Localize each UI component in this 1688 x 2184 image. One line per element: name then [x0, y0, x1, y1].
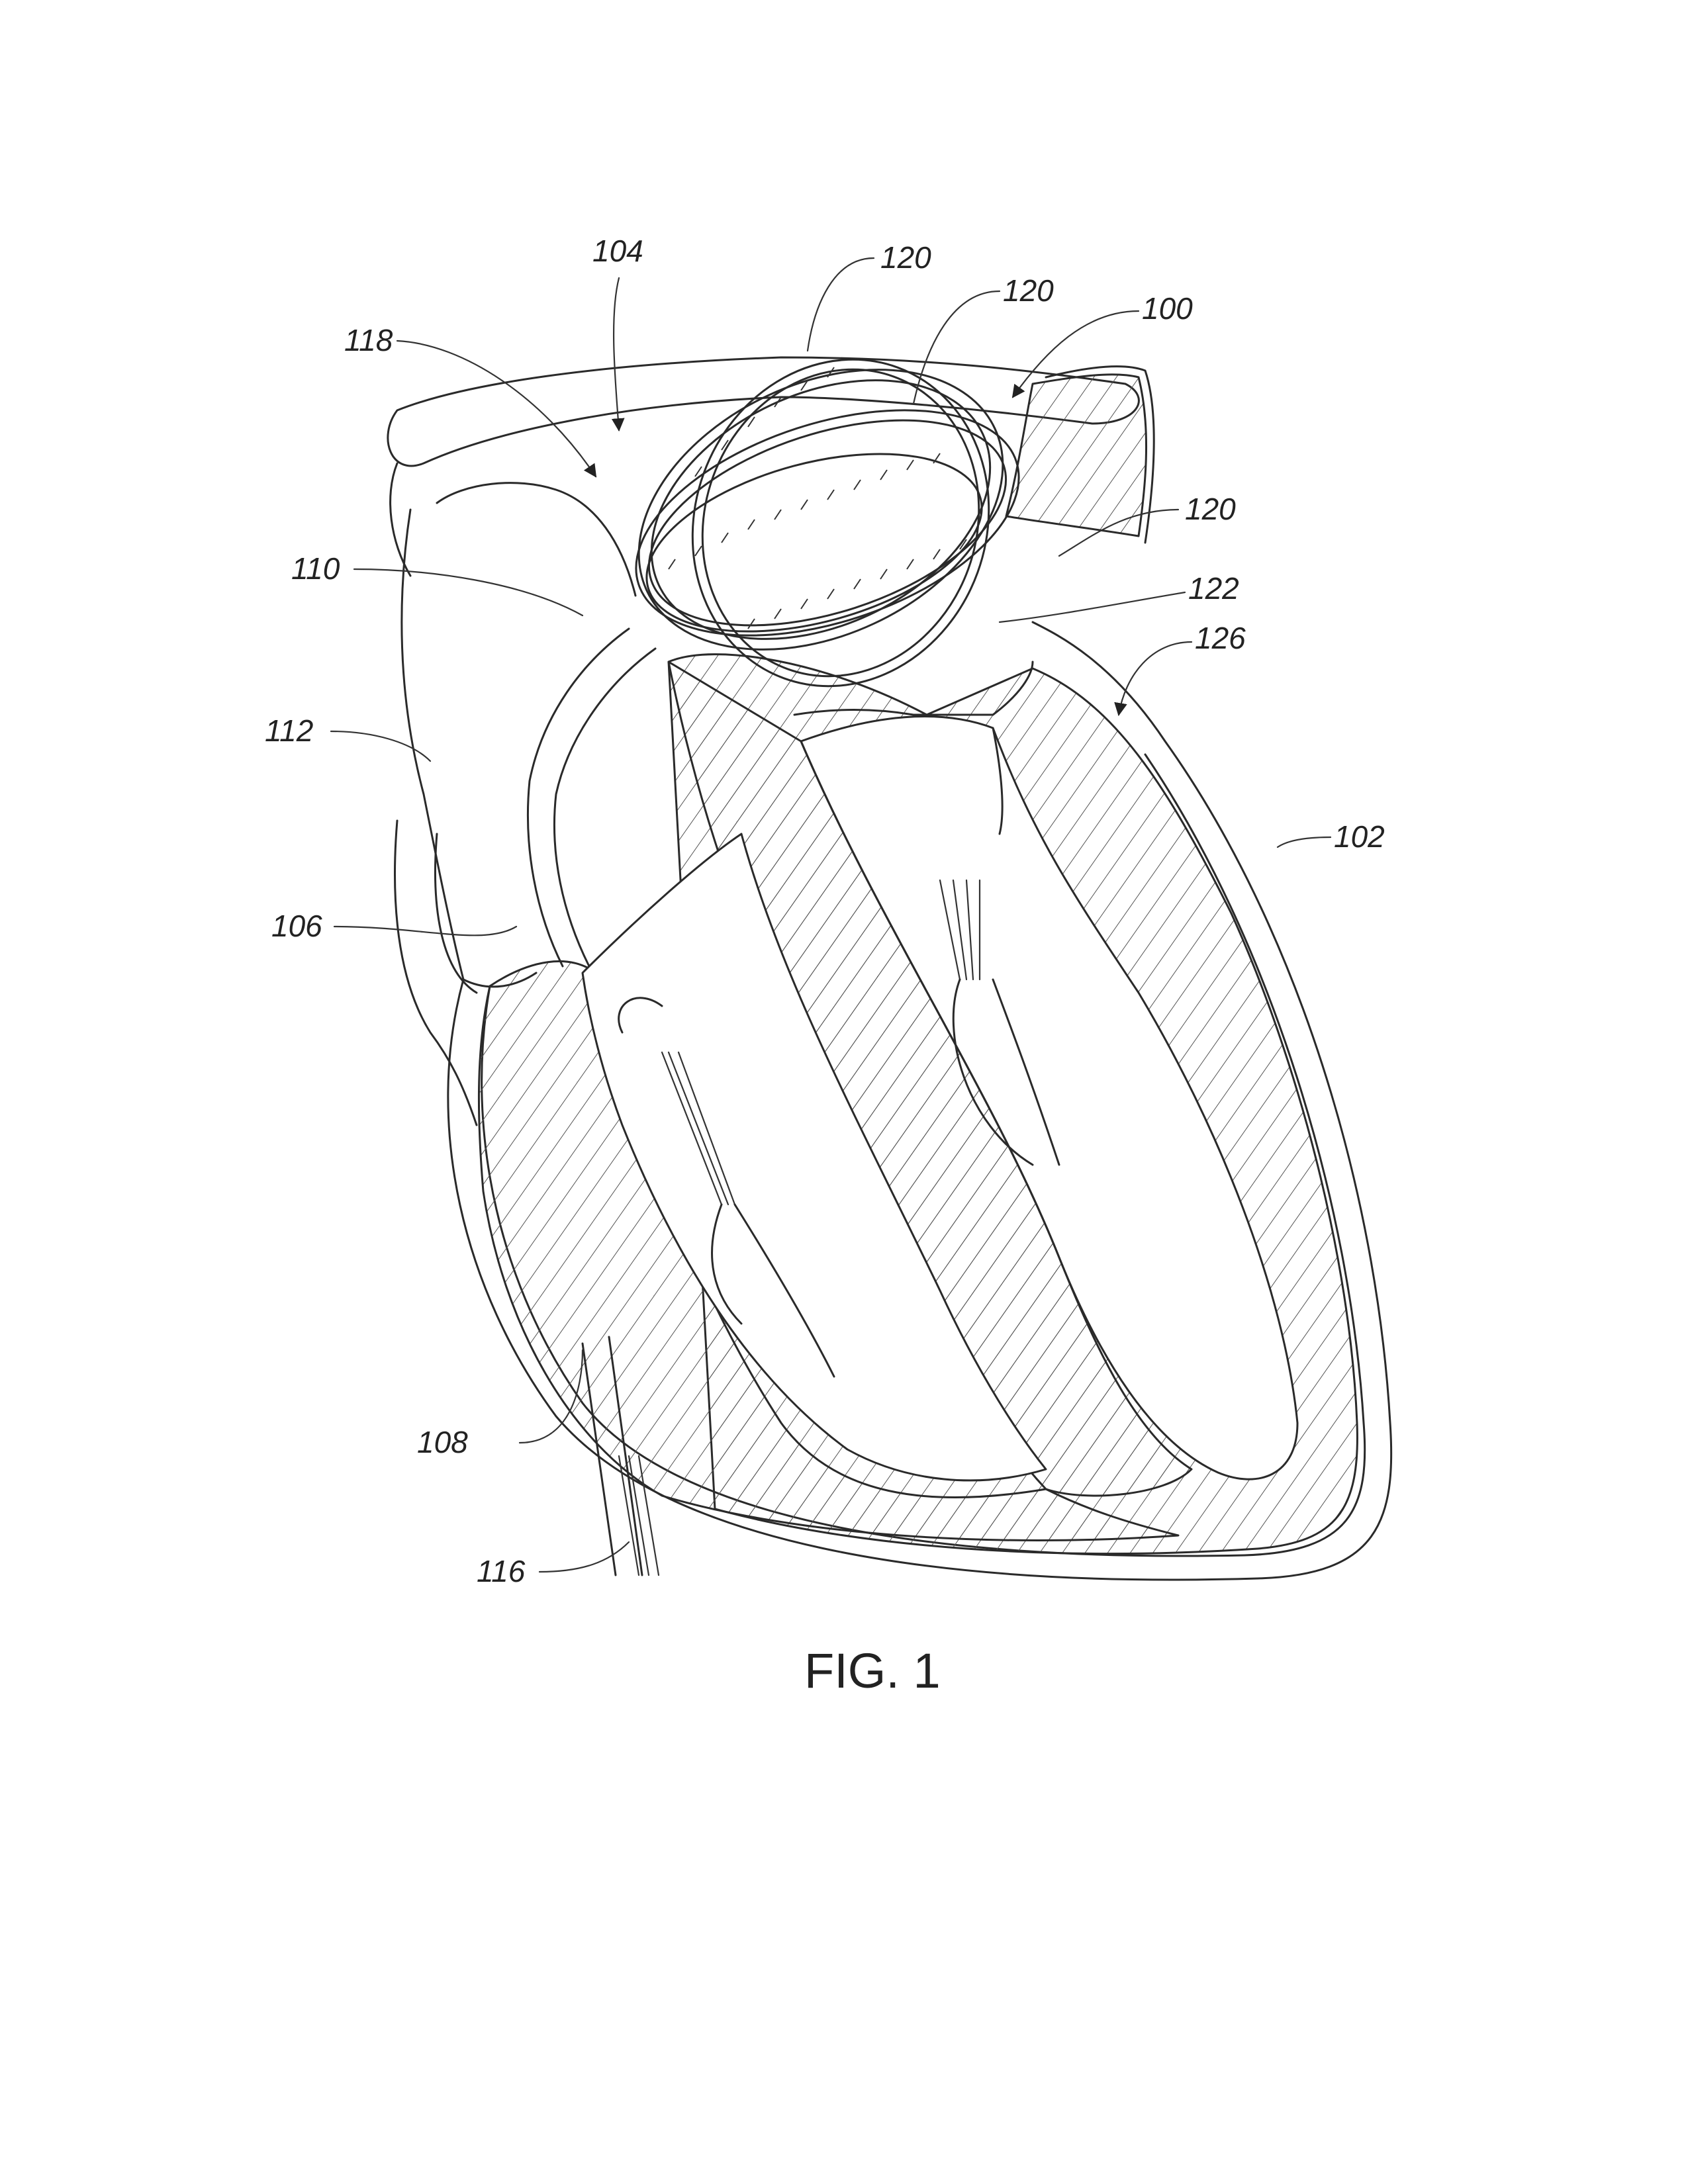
label-106: 106: [271, 909, 322, 943]
label-126: 126: [1195, 621, 1246, 655]
label-120-top: 120: [880, 240, 931, 275]
label-110: 110: [291, 551, 340, 586]
label-118: 118: [344, 323, 393, 357]
label-104: 104: [592, 234, 643, 268]
label-100: 100: [1142, 291, 1193, 326]
label-116: 116: [477, 1554, 526, 1588]
label-102: 102: [1334, 819, 1385, 854]
label-112: 112: [265, 713, 313, 748]
label-122: 122: [1188, 571, 1239, 606]
device-100: [594, 314, 1048, 728]
figure-caption: FIG. 1: [804, 1643, 941, 1698]
catheter-106: [528, 629, 655, 966]
label-120-inner: 120: [1003, 273, 1054, 308]
label-108: 108: [417, 1425, 468, 1459]
label-120-lower: 120: [1185, 492, 1236, 526]
